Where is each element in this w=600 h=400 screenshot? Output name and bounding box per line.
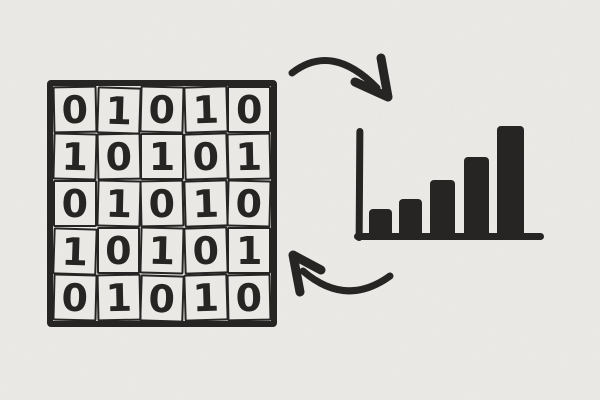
bar-chart bbox=[350, 115, 550, 242]
binary-cell: 1 bbox=[52, 132, 98, 181]
binary-cell: 0 bbox=[139, 85, 185, 134]
binary-cell: 0 bbox=[139, 274, 185, 323]
binary-cell: 1 bbox=[140, 133, 184, 180]
chart-bar bbox=[369, 209, 392, 236]
binary-cell: 1 bbox=[52, 227, 98, 276]
binary-cell: 0 bbox=[96, 227, 141, 274]
binary-cell: 1 bbox=[226, 132, 272, 181]
curved-arrow-right-icon bbox=[288, 53, 393, 102]
binary-cell: 0 bbox=[52, 85, 98, 134]
binary-cell: 1 bbox=[95, 86, 141, 135]
binary-cell: 0 bbox=[227, 86, 271, 133]
binary-cell: 0 bbox=[139, 179, 185, 228]
curved-arrow-left-icon bbox=[288, 250, 394, 297]
binary-cell: 0 bbox=[226, 273, 272, 322]
chart-bar bbox=[464, 157, 489, 236]
chart-bar bbox=[430, 180, 455, 236]
binary-cell: 0 bbox=[53, 180, 97, 227]
binary-cell: 0 bbox=[183, 226, 229, 275]
binary-cell: 1 bbox=[183, 179, 229, 228]
binary-cell: 0 bbox=[183, 132, 229, 181]
binary-cell: 1 bbox=[139, 226, 185, 275]
chart-y-axis bbox=[355, 127, 364, 242]
binary-cell: 1 bbox=[96, 179, 141, 228]
binary-cell: 1 bbox=[96, 273, 141, 322]
binary-cell: 1 bbox=[183, 85, 229, 134]
binary-cell: 0 bbox=[96, 132, 141, 181]
binary-cell: 0 bbox=[52, 273, 98, 322]
chart-bar bbox=[399, 199, 422, 236]
chart-bar bbox=[497, 126, 524, 236]
binary-cell: 0 bbox=[226, 179, 272, 228]
binary-matrix: 0 1 0 1 0 1 0 1 0 1 0 1 0 1 0 1 0 1 0 1 … bbox=[47, 80, 277, 327]
binary-cell: 1 bbox=[183, 273, 229, 322]
binary-cell: 1 bbox=[227, 227, 271, 274]
